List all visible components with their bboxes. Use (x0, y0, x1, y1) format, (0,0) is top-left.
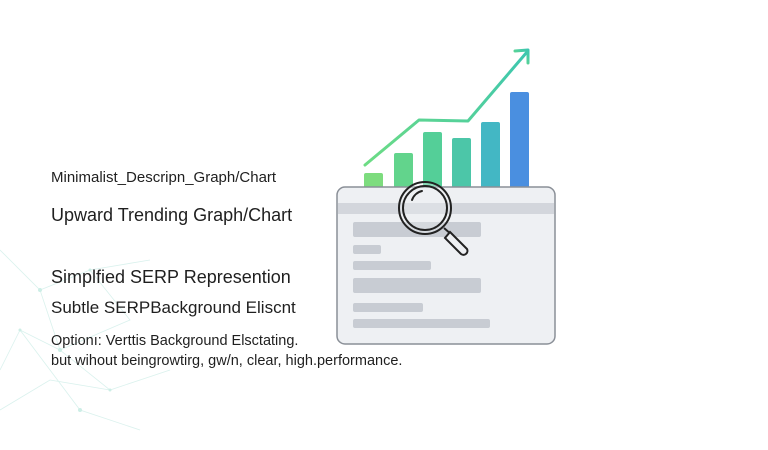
heading-subtle-serp-background: Subtle SERPBackground Eliscnt (51, 298, 296, 317)
heading-upward-trending: Upward Trending Graph/Chart (51, 205, 293, 225)
bar-4 (452, 138, 471, 189)
bar-5 (481, 122, 500, 189)
trend-arrow-icon (363, 48, 530, 167)
magnifying-glass-icon (398, 181, 469, 256)
heading-simplified-serp: Simplfied SERP Represention (51, 267, 291, 287)
background-network-pattern (0, 249, 171, 431)
bar-6 (510, 92, 529, 189)
optional-note-line-1: Optionı: Verttis Background Elsctating. (51, 333, 299, 349)
bar-chart (364, 92, 529, 189)
bar-3 (423, 132, 442, 189)
bar-1 (364, 173, 383, 189)
optional-note-line-2: but wihout beingrowtirg, gw/n, clear, hi… (51, 353, 403, 369)
heading-minimalist-description: Minimalist_Descripn_Graph/Chart (51, 169, 277, 186)
bar-2 (394, 153, 413, 189)
